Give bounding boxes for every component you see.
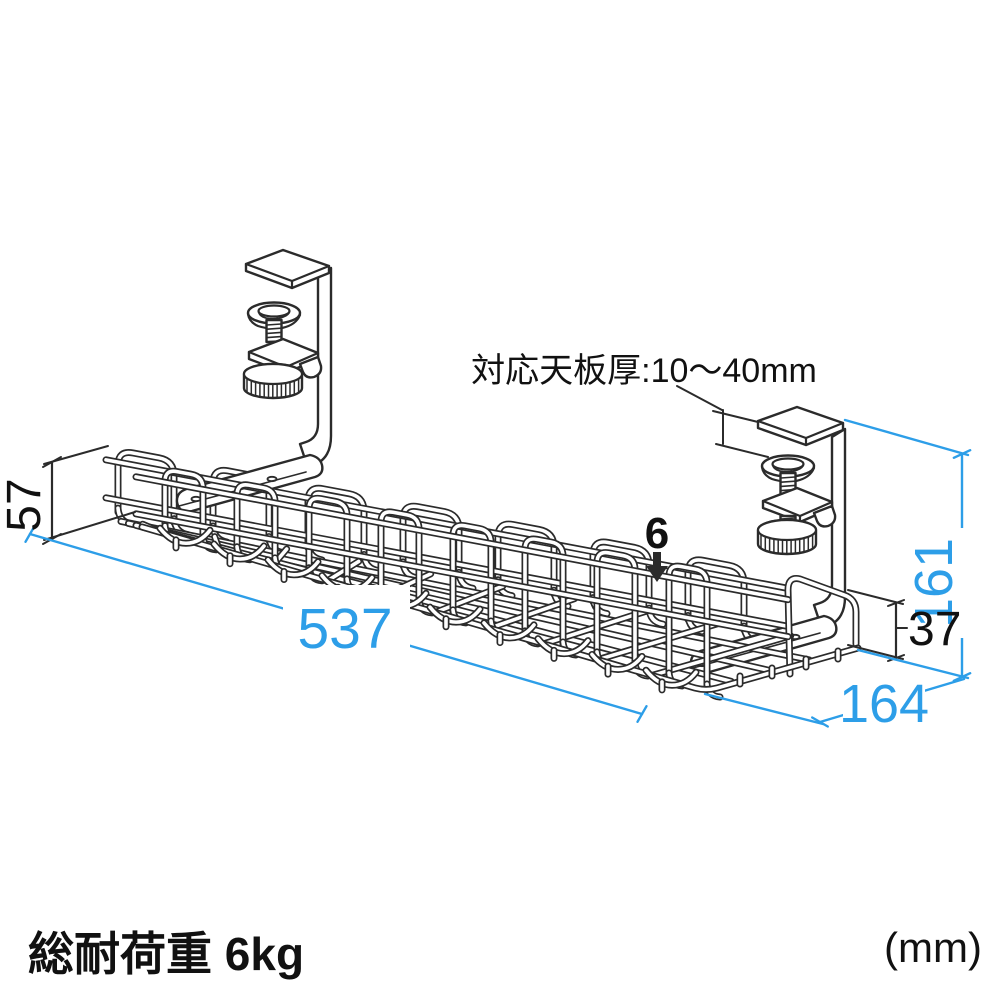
dimension-depth-label: 164 (839, 674, 929, 734)
slot-width-label: 6 (645, 509, 669, 558)
dimension-length-label: 537 (297, 597, 392, 661)
load-capacity-note: 総耐荷重 6kg (28, 928, 304, 980)
desk-thickness-note: 対応天板厚:10〜40mm (471, 352, 817, 390)
dimension-height-label: 161 (904, 538, 964, 628)
dimension-clamp-drop-label: 37 (908, 603, 961, 656)
unit-note: (mm) (884, 924, 982, 971)
dimension-wall-height-label: 57 (0, 478, 51, 531)
